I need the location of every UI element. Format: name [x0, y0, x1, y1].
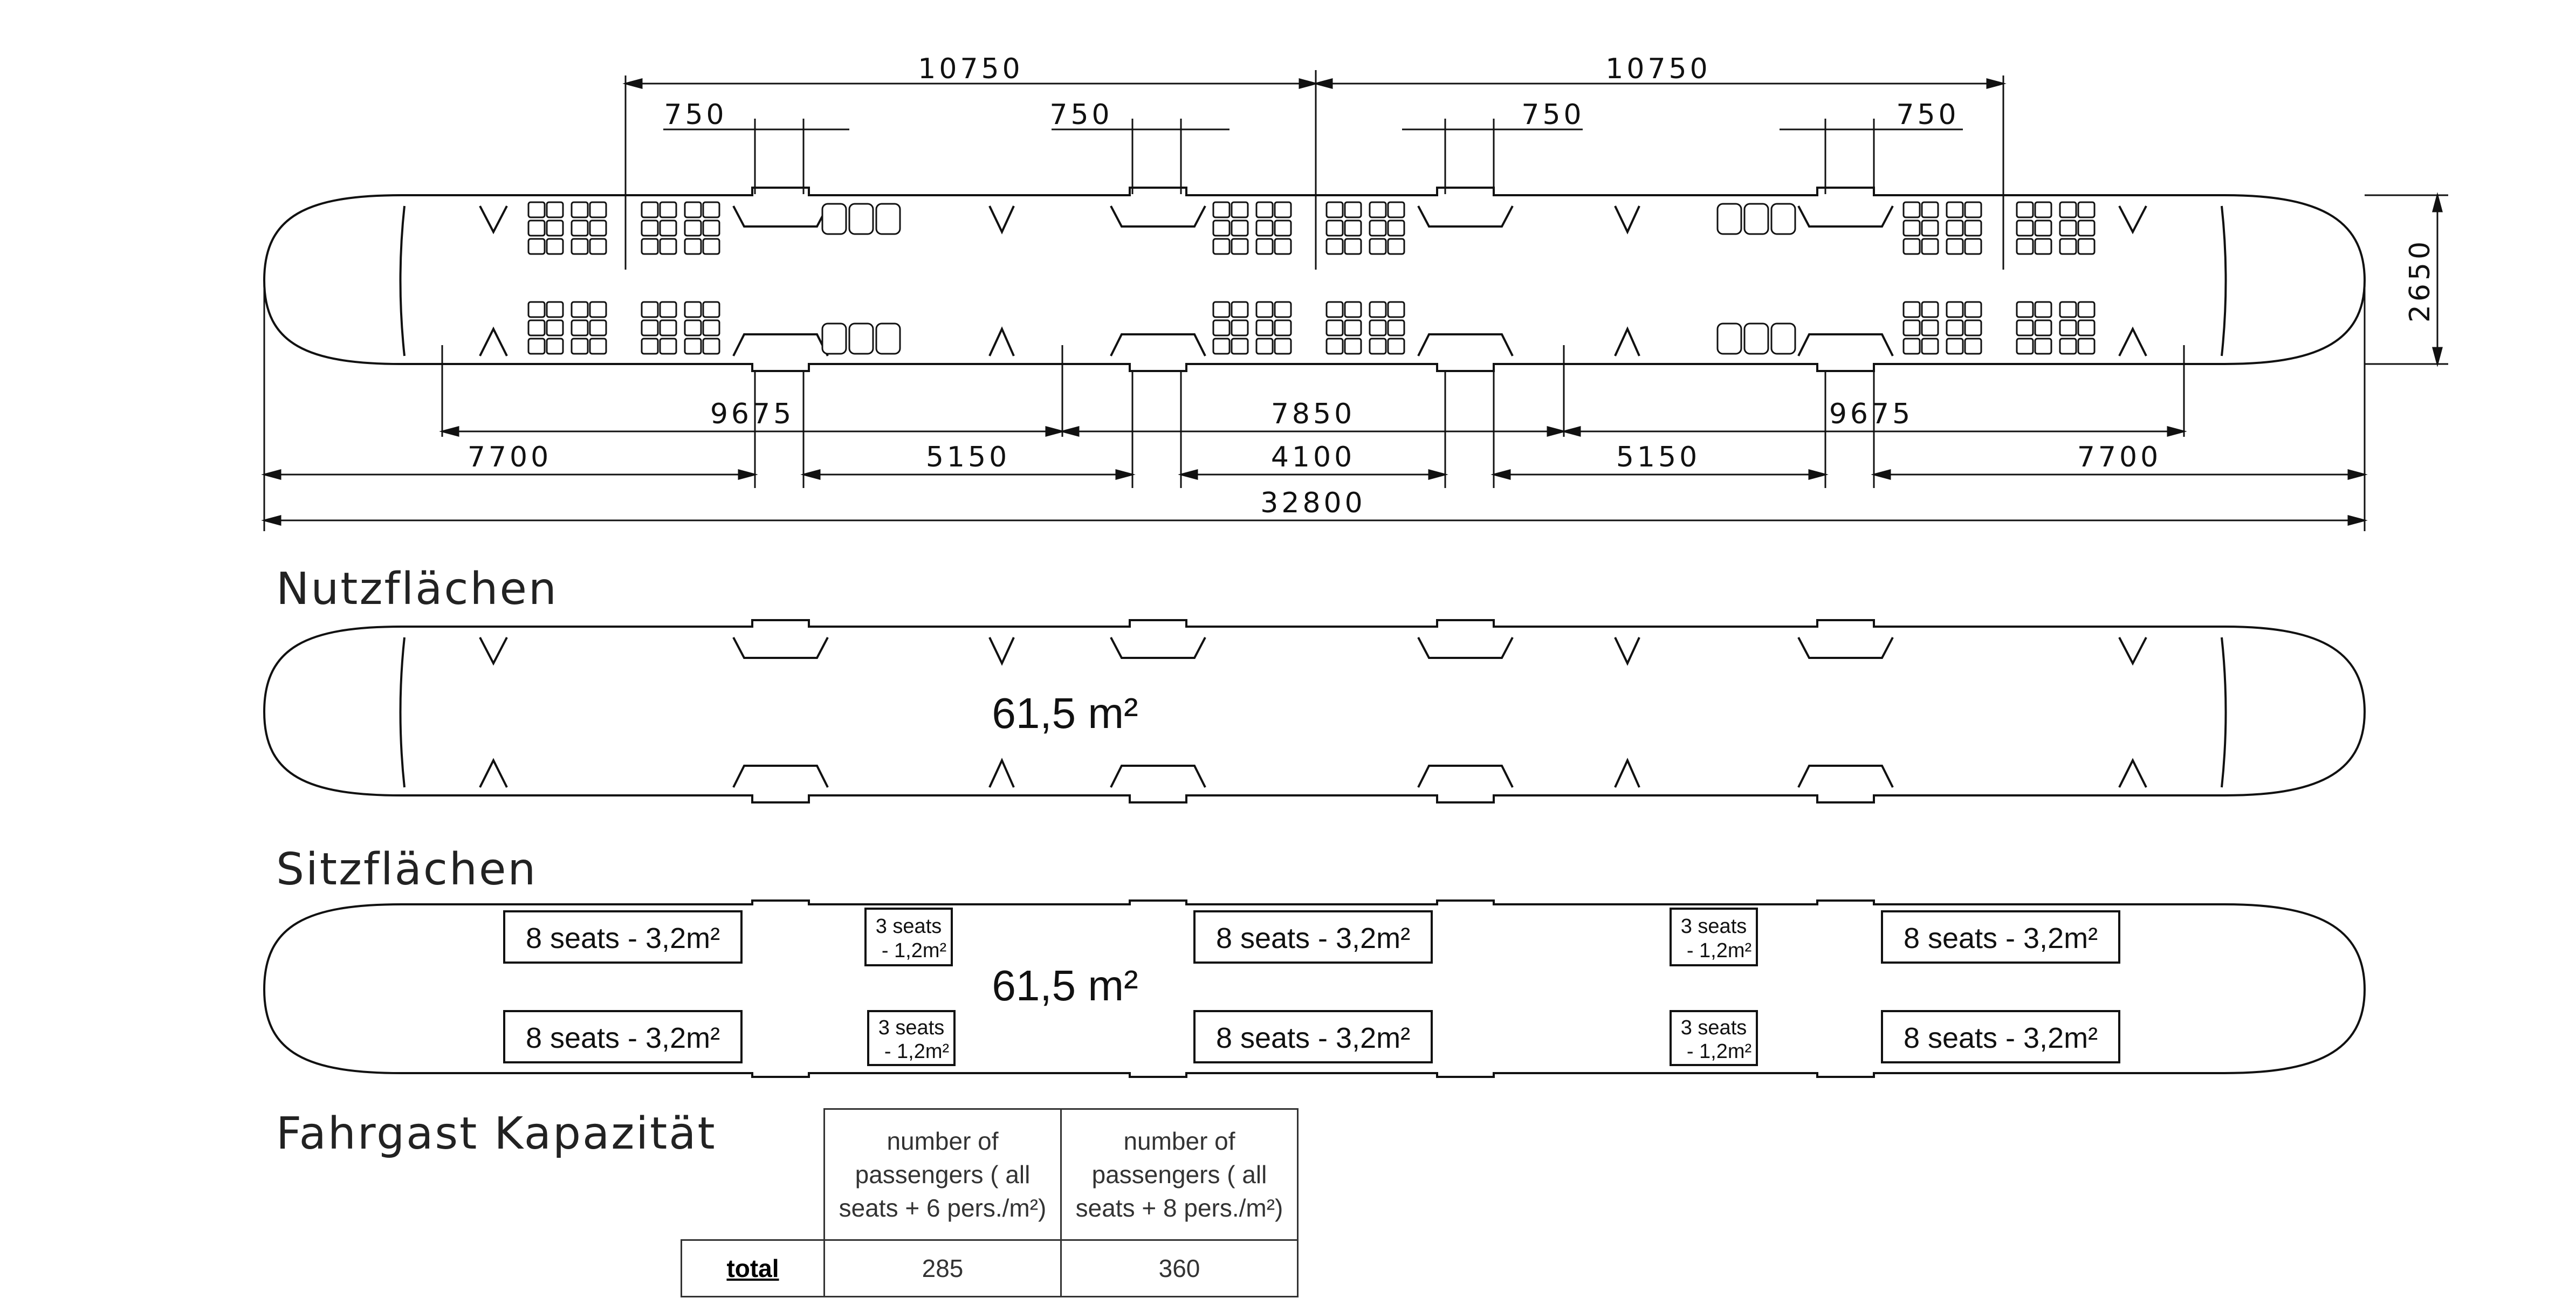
seat-block: 8 seats - 3,2m²	[1881, 910, 2120, 964]
seating-area-value: 61,5 m²	[992, 961, 1138, 1009]
svg-text:8 seats - 3,2m²: 8 seats - 3,2m²	[1216, 1022, 1410, 1054]
section-title-kapazitaet: Fahrgast Kapazität	[276, 1108, 717, 1159]
seating-area-plan	[263, 899, 2366, 1078]
section-title-nutzflaechen: Nutzflächen	[276, 564, 558, 615]
svg-text:3 seats: 3 seats	[1681, 915, 1747, 938]
dim-row2-5: 7700	[2077, 441, 2161, 473]
car-body-outline	[263, 187, 2366, 372]
svg-text:8 seats - 3,2m²: 8 seats - 3,2m²	[1904, 922, 2098, 954]
svg-text:3 seats: 3 seats	[878, 1016, 945, 1039]
seat-block: 8 seats - 3,2m²	[503, 1010, 743, 1063]
seat-block: 8 seats - 3,2m²	[503, 910, 743, 964]
dim-door-4: 750	[1896, 99, 1959, 131]
dim-door-2: 750	[1049, 99, 1112, 131]
dim-height: 2650	[2404, 238, 2436, 322]
value-6-pers: 285	[823, 1239, 1062, 1297]
seat-block: 8 seats - 3,2m²	[1881, 1010, 2120, 1063]
svg-text:- 1,2m²: - 1,2m²	[1687, 1040, 1751, 1063]
dim-row2-4: 5150	[1616, 441, 1700, 473]
table-header-row: number of passengers ( all seats + 6 per…	[682, 1108, 1299, 1241]
dimensioned-plan: 10750 10750 750 750 750 750 2650 9675 78…	[261, 53, 2448, 531]
dim-top-right: 10750	[1605, 53, 1711, 85]
header-6-pers: number of passengers ( all seats + 6 per…	[823, 1108, 1062, 1241]
svg-text:8 seats - 3,2m²: 8 seats - 3,2m²	[1216, 922, 1410, 954]
svg-text:8 seats - 3,2m²: 8 seats - 3,2m²	[526, 922, 720, 954]
seat-block: 8 seats - 3,2m²	[1193, 910, 1433, 964]
dim-row2-3: 4100	[1271, 441, 1355, 473]
svg-text:- 1,2m²: - 1,2m²	[884, 1040, 949, 1063]
capacity-table: number of passengers ( all seats + 6 per…	[681, 1108, 1299, 1297]
seat-block: 8 seats - 3,2m²	[1193, 1010, 1433, 1063]
dim-door-3: 750	[1521, 99, 1584, 131]
header-8-pers: number of passengers ( all seats + 8 per…	[1060, 1108, 1299, 1241]
table-row: total 285 360	[681, 1239, 1299, 1297]
svg-text:8 seats - 3,2m²: 8 seats - 3,2m²	[1904, 1022, 2098, 1054]
small-seat-block: 3 seats - 1,2m²	[1670, 1010, 1758, 1066]
dim-door-1: 750	[664, 99, 727, 131]
small-seat-block: 3 seats - 1,2m²	[1670, 908, 1758, 966]
dim-row1-mid: 7850	[1271, 398, 1355, 430]
row-label-total: total	[681, 1239, 825, 1297]
svg-text:- 1,2m²: - 1,2m²	[1687, 939, 1751, 962]
svg-text:8 seats - 3,2m²: 8 seats - 3,2m²	[526, 1022, 720, 1054]
dim-top-left: 10750	[918, 53, 1023, 85]
dim-row1-right: 9675	[1829, 398, 1913, 430]
dim-row2-1: 7700	[468, 441, 552, 473]
dim-row2-2: 5150	[926, 441, 1010, 473]
small-seat-block: 3 seats - 1,2m²	[864, 908, 953, 966]
dim-total: 32800	[1260, 487, 1365, 519]
section-title-sitzflaechen: Sitzflächen	[276, 844, 537, 895]
value-8-pers: 360	[1060, 1239, 1299, 1297]
usable-area-value: 61,5 m²	[992, 689, 1138, 737]
seat-group	[527, 201, 2096, 355]
svg-text:- 1,2m²: - 1,2m²	[882, 939, 946, 962]
dim-row1-left: 9675	[710, 398, 794, 430]
usable-area-plan	[263, 619, 2366, 803]
svg-text:3 seats: 3 seats	[1681, 1016, 1747, 1039]
svg-text:3 seats: 3 seats	[876, 915, 942, 938]
small-seat-block: 3 seats - 1,2m²	[867, 1010, 956, 1066]
